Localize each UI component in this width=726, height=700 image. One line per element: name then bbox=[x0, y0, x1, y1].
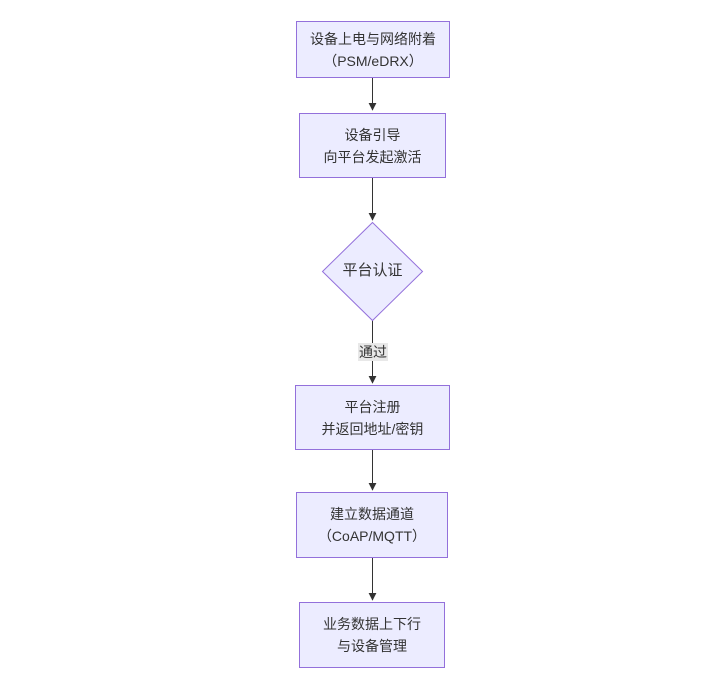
flow-node-business: 业务数据上下行 与设备管理 bbox=[299, 602, 445, 668]
decision-diamond-shape bbox=[321, 221, 424, 322]
node-label-line: 与设备管理 bbox=[337, 638, 407, 654]
node-label-line: （CoAP/MQTT） bbox=[317, 528, 427, 544]
node-label-line: 平台认证 bbox=[342, 262, 403, 279]
node-label-line: 业务数据上下行 bbox=[323, 616, 421, 632]
node-label-line: 建立数据通道 bbox=[330, 506, 414, 522]
edge-label-pass: 通过 bbox=[358, 343, 388, 361]
flow-node-bootstrap: 设备引导 向平台发起激活 bbox=[299, 113, 446, 178]
node-label-line: 并返回地址/密钥 bbox=[321, 420, 424, 437]
node-label-line: （PSM/eDRX） bbox=[323, 52, 423, 69]
node-label-line: 向平台发起激活 bbox=[323, 148, 422, 165]
node-label-line: 平台注册 bbox=[344, 398, 401, 415]
flow-node-register: 平台注册 并返回地址/密钥 bbox=[295, 385, 450, 450]
node-label-line: 设备上电与网络附着 bbox=[310, 30, 436, 47]
flow-node-data-channel: 建立数据通道 （CoAP/MQTT） bbox=[296, 492, 448, 558]
flow-node-power-attach: 设备上电与网络附着 （PSM/eDRX） bbox=[296, 21, 450, 78]
flow-node-platform-auth: 平台认证 bbox=[322, 222, 423, 320]
node-label-line: 设备引导 bbox=[344, 126, 401, 143]
